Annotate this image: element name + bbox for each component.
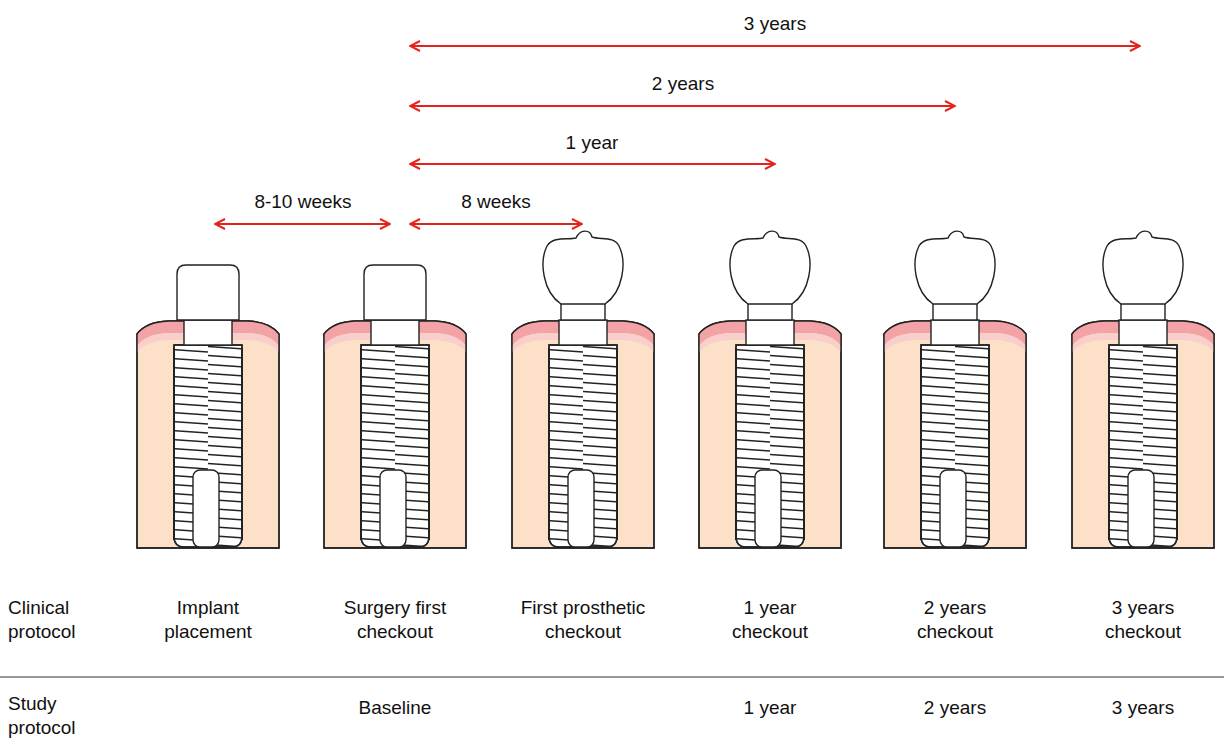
study-point: 1 year — [700, 696, 840, 720]
row-label: Study protocol — [8, 692, 108, 740]
step-label: 3 years checkout — [1088, 596, 1198, 644]
span-arrow — [410, 105, 955, 107]
arrow-label: 3 years — [715, 12, 835, 36]
span-arrow — [410, 163, 775, 165]
step-label: 1 year checkout — [720, 596, 820, 644]
separator-line — [0, 676, 1224, 677]
step-label: Surgery first checkout — [320, 596, 470, 644]
arrow-label: 2 years — [623, 72, 743, 96]
step-label: 2 years checkout — [900, 596, 1010, 644]
study-point: 3 years — [1073, 696, 1213, 720]
arrow-label: 8-10 weeks — [238, 190, 368, 214]
span-arrow — [410, 45, 1140, 47]
span-arrow — [410, 223, 582, 225]
arrow-label: 8 weeks — [441, 190, 551, 214]
study-point: Baseline — [325, 696, 465, 720]
span-arrow — [215, 223, 390, 225]
step-label: First prosthetic checkout — [498, 596, 668, 644]
arrow-label: 1 year — [532, 131, 652, 155]
row-label: Clinical protocol — [8, 596, 108, 644]
study-point: 2 years — [885, 696, 1025, 720]
step-label: Implant placement — [148, 596, 268, 644]
